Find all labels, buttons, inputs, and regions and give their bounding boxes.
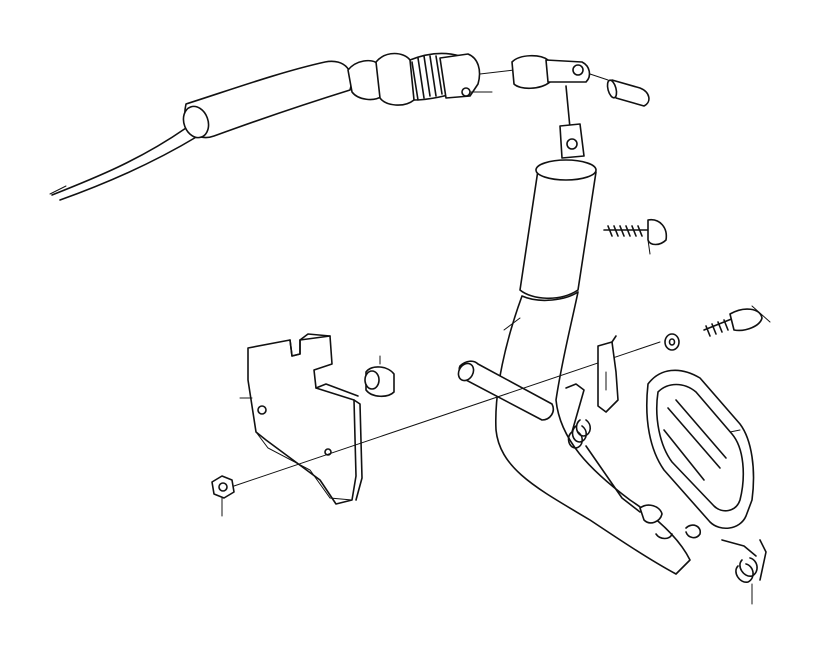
lower-spring [685, 524, 767, 605]
pedal-bolt [603, 218, 668, 255]
pivot-shaft [457, 360, 555, 421]
pivot-bolt [703, 305, 771, 337]
pedal-arm [494, 123, 691, 575]
stop-spring [597, 335, 619, 413]
cable-adjuster [375, 52, 493, 106]
return-spring [565, 383, 673, 540]
nut [211, 475, 235, 517]
clutch-cable [49, 59, 383, 201]
assembly-axis-line [233, 341, 661, 487]
pedal-bracket [239, 333, 363, 505]
clevis-fork [479, 54, 591, 129]
pedal-pad [645, 369, 755, 529]
clevis-pin [589, 73, 650, 107]
bushing [364, 355, 395, 398]
washer [664, 333, 680, 351]
